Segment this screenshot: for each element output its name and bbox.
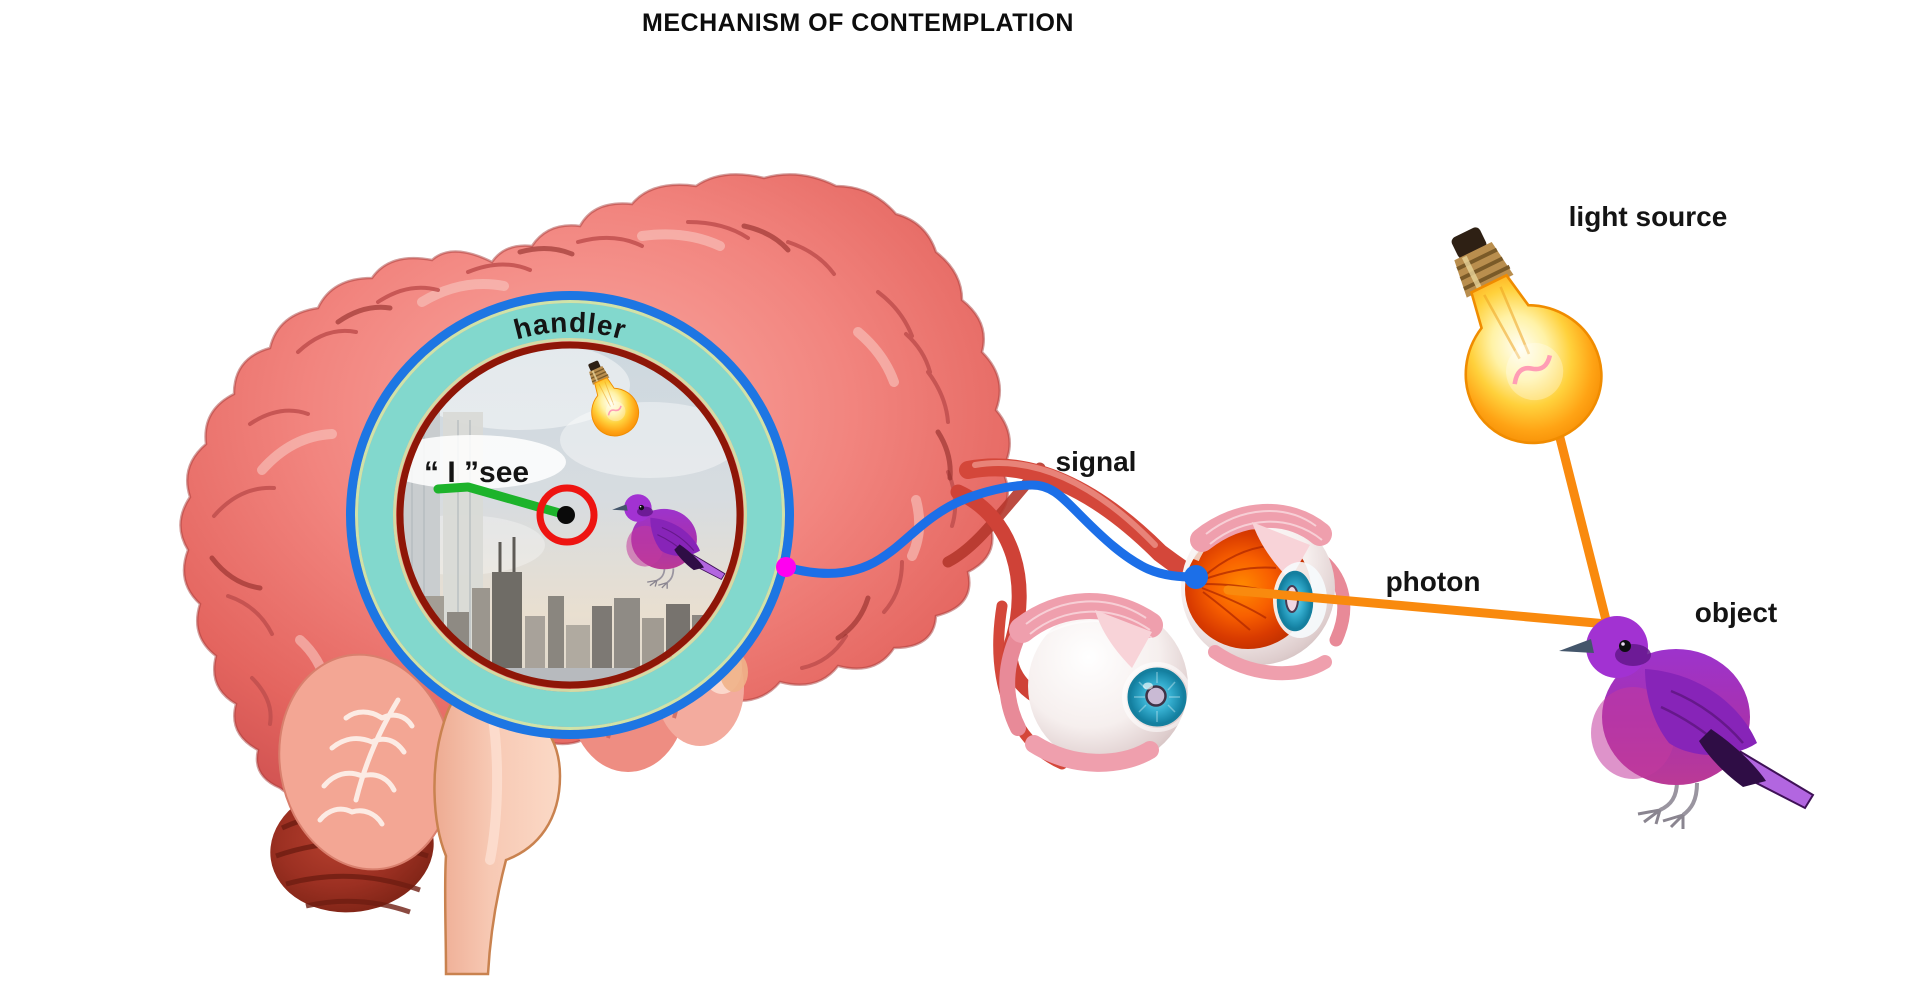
brainstem-highlight xyxy=(485,707,503,865)
skyline-building xyxy=(548,596,564,670)
gaze-line xyxy=(433,482,568,519)
skyline-building xyxy=(492,572,522,670)
tower-antennas xyxy=(498,537,516,572)
eye-muscle-flap xyxy=(1095,610,1152,668)
eye-muscle-back xyxy=(999,632,1026,736)
signal-line xyxy=(781,480,1201,582)
eye-muscle-superior xyxy=(1190,504,1332,552)
photon-line-object-to-eye xyxy=(1223,585,1612,629)
light-source-label: light source xyxy=(1569,201,1728,232)
cerebellum-arbor xyxy=(317,697,415,827)
focus-dot xyxy=(557,506,575,524)
junction-dot xyxy=(776,557,796,577)
brain-gyri-highlights xyxy=(257,229,925,689)
object-bird-icon xyxy=(1557,614,1815,831)
object-label: object xyxy=(1695,597,1777,628)
retina-vessels xyxy=(1201,545,1279,631)
skyline-building xyxy=(592,606,612,670)
signal-label: signal xyxy=(1056,446,1137,477)
eye-muscle-striations xyxy=(1205,510,1323,545)
contemplation-lens: “ I ”see handler xyxy=(346,291,794,739)
optic-nerve-sheen xyxy=(972,460,1158,548)
tower-window-lines xyxy=(411,360,471,676)
skyline-building xyxy=(614,598,640,670)
skyline-building xyxy=(525,616,545,670)
lens-accent-ring-outer xyxy=(355,300,785,730)
eye-muscle-superior xyxy=(1009,593,1163,643)
eye-cornea-ring xyxy=(1122,662,1192,732)
skyline-building xyxy=(566,625,590,670)
light-source-bulb-icon xyxy=(1403,203,1624,466)
eye-muscle-inferior xyxy=(1025,735,1159,772)
brain-deep-creases xyxy=(209,223,953,641)
text-backdrop xyxy=(403,435,566,489)
lens-inner-ring xyxy=(396,341,744,689)
photon-label: photon xyxy=(1386,566,1481,597)
skyline-building xyxy=(472,588,490,670)
eyeball-whole xyxy=(999,593,1192,772)
focus-ring xyxy=(536,484,598,546)
lens-accent-ring-inner xyxy=(393,338,747,692)
inner-voice-label: “ I ”see xyxy=(424,456,529,489)
eye-glint xyxy=(1143,682,1153,690)
lens-band xyxy=(358,303,782,727)
eye-muscle-inferior xyxy=(1208,645,1332,681)
lens-outer-ring xyxy=(346,291,794,739)
brain-sulci xyxy=(212,220,958,726)
signal-endpoint-dot xyxy=(1184,565,1208,589)
diagram-title: MECHANISM OF CONTEMPLATION xyxy=(642,9,1074,37)
iris-streaks xyxy=(1134,672,1180,722)
photon-line-source-to-object xyxy=(1555,433,1612,629)
eye-pupil xyxy=(1145,685,1167,707)
eye-sclera xyxy=(1028,606,1188,766)
